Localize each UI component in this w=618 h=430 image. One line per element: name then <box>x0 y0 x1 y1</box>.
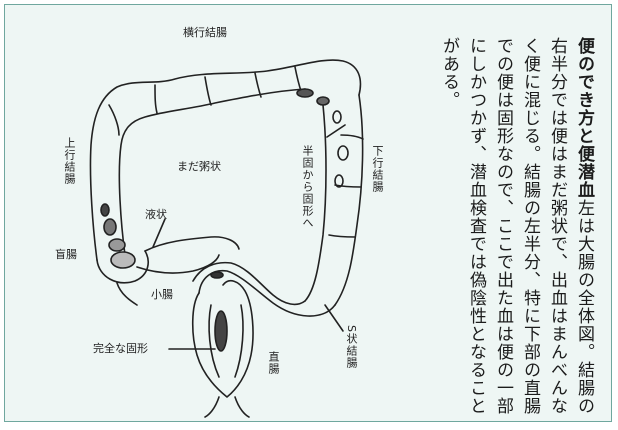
label-semisolid: 半固から固形へ <box>301 145 313 229</box>
explanation-text: 便のでき方と便潜血左は大腸の全体図。結腸の右半分では便はまだ粥状で、出血はまんべ… <box>435 37 597 417</box>
label-solid: 完全な固形 <box>93 343 148 355</box>
label-porridge: まだ粥状 <box>177 161 221 173</box>
body-text: 左は大腸の全体図。結腸の右半分では便はまだ粥状で、出血はまんべんなく便に混じる。… <box>439 37 594 415</box>
descending-colon-outline <box>335 95 363 305</box>
small-intestine-outline <box>145 237 239 251</box>
ascending-colon-outline <box>90 60 360 260</box>
label-ascending-colon: 上行結腸 <box>63 137 75 185</box>
heading: 便のでき方と便潜血 <box>574 37 594 199</box>
label-small-intestine: 小腸 <box>151 289 173 301</box>
label-liquid: 液状 <box>145 209 167 221</box>
label-descending-colon: 下行結腸 <box>371 145 383 193</box>
label-sigmoid-colon: S状結腸 <box>345 325 357 369</box>
figure-panel: 横行結腸 上行結腸 下行結腸 盲腸 小腸 液状 まだ粥状 半固から固形へ 完全な… <box>4 4 612 422</box>
label-transverse-colon: 横行結腸 <box>183 27 227 39</box>
label-cecum: 盲腸 <box>55 249 77 261</box>
label-rectum: 直腸 <box>267 351 279 375</box>
